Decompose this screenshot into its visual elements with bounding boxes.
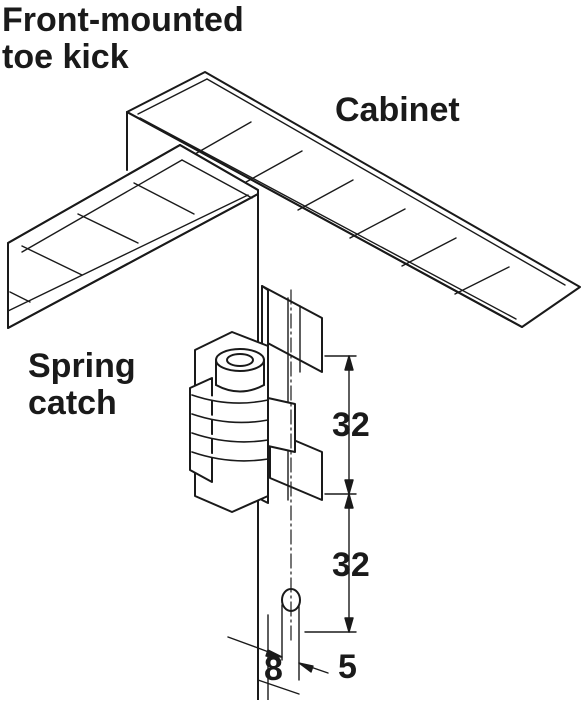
cabinet-panel [126,71,581,328]
spacing-lower-value: 32 [332,546,370,584]
spacing-dimension [304,355,357,633]
spring-catch [189,285,323,513]
spring-catch-label: Spring catch [28,348,136,421]
toe-kick-panel [7,144,259,329]
spacing-upper-value: 32 [332,406,370,444]
spring-catch-label-line-2: catch [28,383,117,422]
toe-kick-label: Front-mounted toe kick [2,2,244,75]
toe-kick-label-line-2: toe kick [2,37,129,76]
hole-dimension [227,636,329,695]
toe-kick-label-line-1: Front-mounted [2,1,244,39]
edge-offset-value: 5 [338,648,357,686]
cabinet-label: Cabinet [335,91,460,129]
spring-catch-label-line-1: Spring [28,347,136,385]
hole-diameter-value: 8 [264,650,283,688]
